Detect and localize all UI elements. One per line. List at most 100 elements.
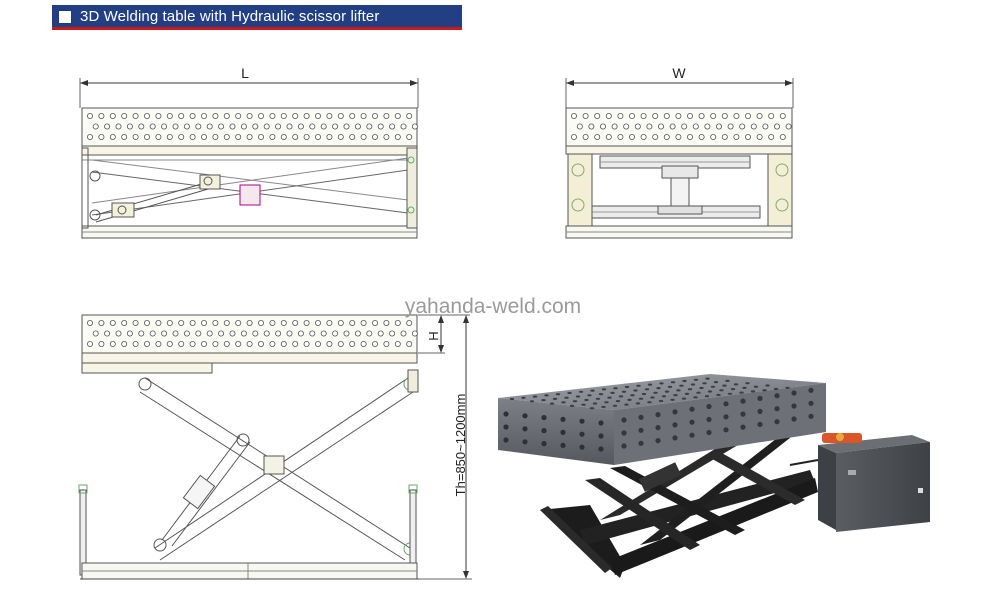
- hole-mark: [640, 133, 647, 140]
- hole-mark: [252, 330, 259, 337]
- hole-mark: [297, 123, 304, 130]
- hole-mark: [693, 378, 699, 381]
- hole-mark: [371, 340, 378, 347]
- hole-mark: [155, 113, 162, 120]
- hole-mark: [756, 133, 763, 140]
- hole-mark: [98, 113, 105, 120]
- hole-mark: [360, 113, 367, 120]
- hole-mark: [549, 402, 555, 405]
- hole-mark: [689, 419, 695, 425]
- hole-mark: [371, 113, 378, 120]
- hole-mark: [212, 319, 219, 326]
- hole-mark: [286, 123, 293, 130]
- hole-mark: [522, 426, 528, 432]
- hole-mark: [808, 400, 814, 406]
- hole-mark: [121, 113, 128, 120]
- hole-mark: [774, 419, 780, 425]
- hole-mark: [630, 394, 635, 397]
- hole-mark: [773, 387, 779, 391]
- hole-mark: [762, 123, 769, 130]
- hole-mark: [200, 113, 207, 120]
- hole-mark: [98, 133, 105, 140]
- hole-mark: [698, 133, 705, 140]
- hole-mark: [326, 340, 333, 347]
- hole-mark: [92, 330, 99, 337]
- hole-mark: [121, 340, 128, 347]
- hole-mark: [257, 319, 264, 326]
- hole-mark: [723, 414, 729, 420]
- hole-mark: [560, 429, 566, 435]
- hole-mark: [406, 113, 413, 120]
- hole-mark: [235, 113, 242, 120]
- hole-mark: [143, 113, 150, 120]
- hole-mark: [617, 113, 624, 120]
- hole-mark: [126, 330, 133, 337]
- hole-mark: [774, 123, 781, 130]
- hole-mark: [314, 133, 321, 140]
- render-top-holes: [509, 377, 790, 410]
- hole-mark: [109, 133, 116, 140]
- hole-mark: [121, 319, 128, 326]
- hole-mark: [121, 133, 128, 140]
- hole-mark: [730, 388, 736, 391]
- front-view-lowered: [79, 78, 419, 239]
- hole-mark: [594, 113, 601, 120]
- hole-mark: [590, 389, 595, 392]
- hole-mark: [687, 133, 694, 140]
- hole-mark: [706, 403, 712, 410]
- hole-mark: [366, 123, 373, 130]
- hole-mark: [582, 113, 589, 120]
- hole-mark: [292, 340, 299, 347]
- hole-mark: [143, 340, 150, 347]
- hole-mark: [541, 415, 547, 421]
- hole-mark: [161, 330, 168, 337]
- hole-mark: [670, 398, 675, 401]
- hole-mark: [172, 123, 179, 130]
- hole-mark: [710, 113, 717, 120]
- hole-mark: [579, 418, 585, 424]
- hole-mark: [617, 133, 624, 140]
- hole-mark: [275, 330, 282, 337]
- hole-mark: [87, 319, 94, 326]
- hole-mark: [636, 384, 641, 387]
- hole-mark: [541, 441, 547, 447]
- hole-mark: [411, 330, 418, 337]
- hole-mark: [411, 123, 418, 130]
- hole-mark: [745, 133, 752, 140]
- hole-mark: [646, 123, 653, 130]
- hole-mark: [704, 395, 710, 398]
- hole-mark: [615, 400, 621, 403]
- hole-mark: [383, 113, 390, 120]
- hole-mark: [676, 389, 681, 392]
- hole-mark: [575, 395, 581, 398]
- hole-mark: [143, 319, 150, 326]
- hole-mark: [109, 340, 116, 347]
- side-top-holes: [571, 113, 792, 140]
- hole-mark: [87, 113, 94, 120]
- hole-mark: [383, 319, 390, 326]
- hole-mark: [109, 319, 116, 326]
- hole-mark: [183, 123, 190, 130]
- hole-mark: [394, 113, 401, 120]
- hole-mark: [598, 393, 604, 396]
- hole-mark: [337, 319, 344, 326]
- hole-mark: [326, 113, 333, 120]
- hole-mark: [768, 133, 775, 140]
- hole-mark: [621, 443, 627, 449]
- hole-mark: [634, 123, 641, 130]
- hole-mark: [286, 330, 293, 337]
- hole-mark: [733, 383, 739, 386]
- hole-mark: [223, 340, 230, 347]
- hole-mark: [115, 123, 122, 130]
- hole-mark: [263, 123, 270, 130]
- hole-mark: [138, 123, 145, 130]
- hole-mark: [581, 403, 586, 406]
- hole-mark: [584, 398, 589, 402]
- hole-mark: [753, 385, 759, 388]
- hole-mark: [223, 113, 230, 120]
- hole-mark: [757, 395, 763, 401]
- hole-mark: [269, 133, 276, 140]
- hole-mark: [598, 420, 604, 426]
- hole-mark: [658, 399, 664, 403]
- hole-mark: [739, 123, 746, 130]
